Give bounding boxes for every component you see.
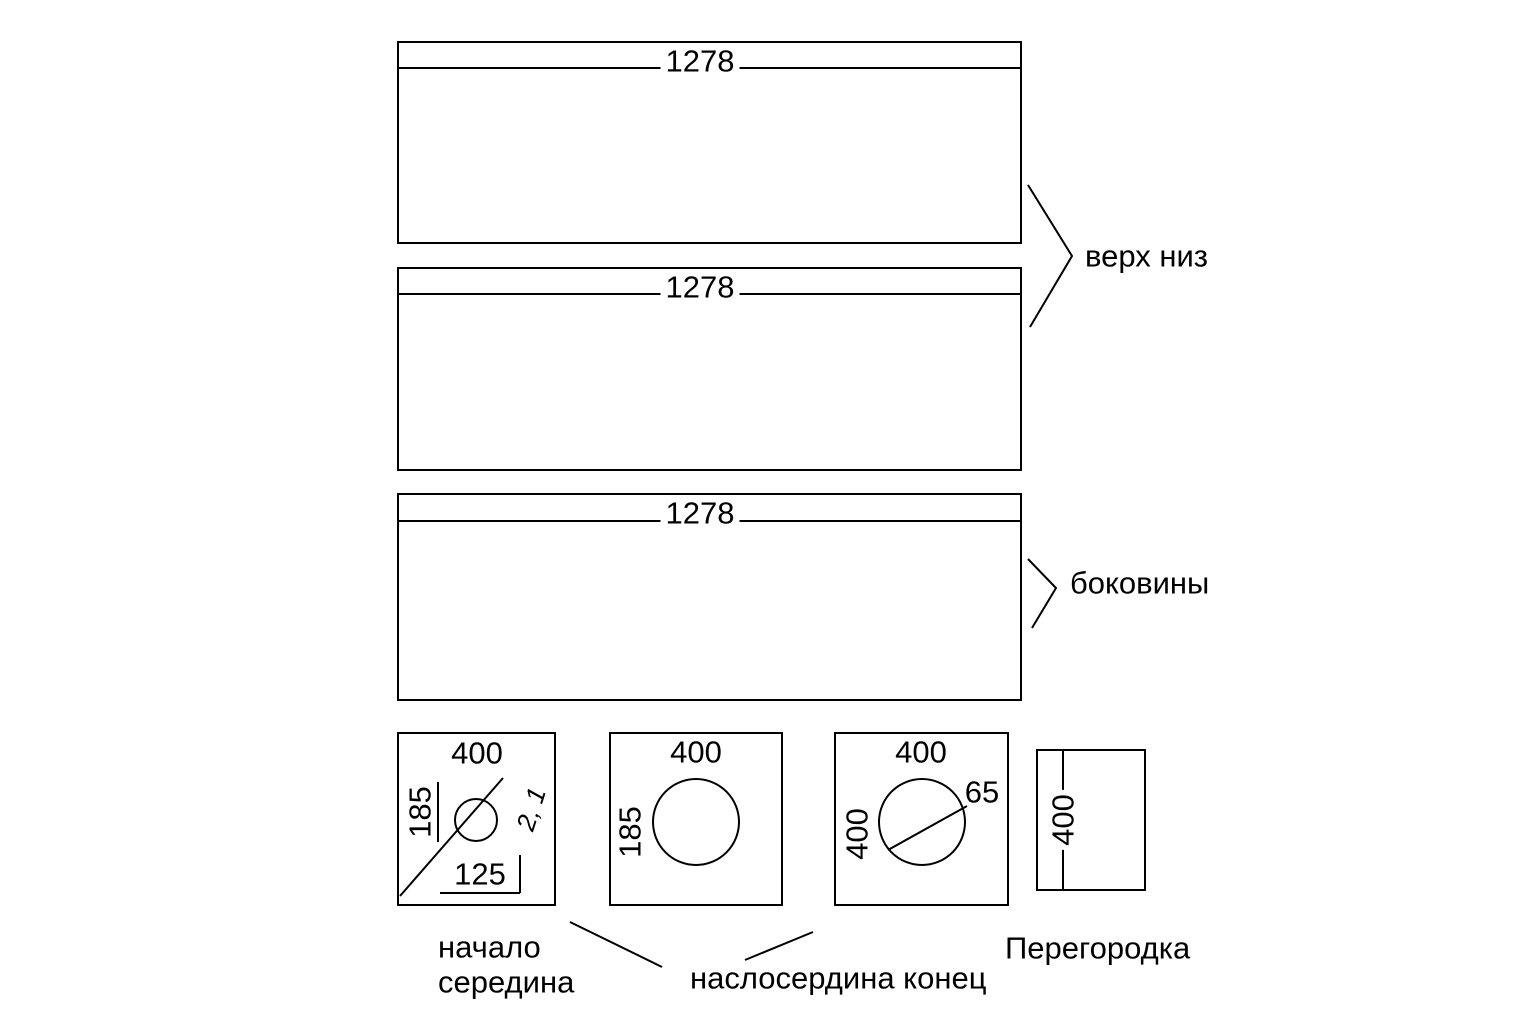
part-a-diagonal-line: [399, 777, 504, 897]
part-c-rect: [834, 732, 1009, 906]
part-a-bottom-dimension: 125: [454, 856, 506, 892]
part-c-hole-diameter-dimension: 65: [964, 774, 1000, 810]
part-a-rect: [397, 732, 556, 906]
part-b-side-dimension: 185: [612, 806, 648, 858]
caption-part-a-line2: середина: [438, 964, 575, 1000]
part-c-hole: [878, 778, 966, 866]
panel-rect-2: [397, 267, 1022, 471]
caption-part-d: Перегородка: [1005, 930, 1191, 966]
panel-rect-3: [397, 493, 1022, 701]
part-c-top-dimension: 400: [895, 734, 947, 770]
group-label-top-bottom: верх низ: [1085, 238, 1209, 274]
panel-3-width-dimension: 1278: [660, 497, 740, 529]
part-d-rect: [1036, 749, 1146, 891]
part-a-side-dimension: 185: [402, 786, 438, 838]
caption-leader-line-2: [744, 931, 814, 961]
part-b-hole: [652, 778, 740, 866]
caption-parts-bc: наслосердина конец: [690, 960, 987, 996]
group-label-sides: боковины: [1070, 565, 1210, 601]
part-b-rect: [609, 732, 783, 906]
caption-part-a-line1: начало: [438, 929, 541, 965]
caption-leader-line-1: [569, 921, 663, 968]
bracket-top-bottom: [1027, 184, 1074, 328]
part-d-side-dimension: 400: [1046, 790, 1081, 850]
panel-1-width-dimension: 1278: [660, 45, 740, 77]
part-a-hole: [454, 798, 498, 842]
part-c-side-dimension: 400: [839, 808, 875, 860]
part-c-hole-diameter-line: [887, 805, 968, 851]
panel-rect-1: [397, 41, 1022, 244]
part-b-top-dimension: 400: [670, 734, 722, 770]
panel-2-width-dimension: 1278: [660, 271, 740, 303]
bracket-sides: [1027, 558, 1058, 629]
part-a-top-dimension: 400: [451, 735, 503, 771]
